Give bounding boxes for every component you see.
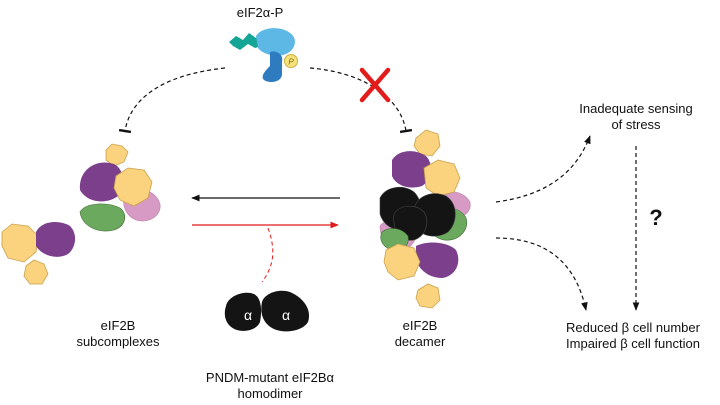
eif2b-decamer bbox=[379, 129, 471, 309]
alpha-subunit bbox=[224, 292, 262, 331]
inhibition-arc-left bbox=[118, 67, 226, 134]
yellow-subunit bbox=[423, 159, 461, 197]
yellow-subunit bbox=[413, 129, 441, 157]
yellow-subunit bbox=[23, 259, 49, 285]
yellow-subunit bbox=[415, 283, 441, 309]
inhibition-arc-right bbox=[309, 67, 413, 134]
yellow-subunit bbox=[1, 223, 39, 263]
eif2a-p-protein: P bbox=[229, 28, 298, 82]
outcome-sensing-line2: of stress bbox=[611, 117, 661, 132]
question-mark-text: ? bbox=[649, 205, 663, 230]
mutant-homodimer-label: PNDM-mutant eIF2Bα homodimer bbox=[180, 370, 360, 402]
mutant-line2: homodimer bbox=[237, 386, 303, 401]
pndm-mutant-homodimer: α α bbox=[224, 290, 310, 332]
subcomplexes-line2: subcomplexes bbox=[76, 334, 160, 349]
phospho-circle bbox=[284, 54, 298, 68]
eif2b-subcomplexes bbox=[1, 143, 161, 285]
alpha-subunit bbox=[261, 290, 310, 332]
yellow-subunit bbox=[105, 143, 129, 167]
purple-subunit bbox=[36, 222, 76, 257]
eif2a-p-text: eIF2α-P bbox=[236, 5, 284, 20]
decamer-label: eIF2B decamer bbox=[360, 318, 480, 350]
purple-subunit bbox=[392, 151, 431, 188]
eif2a-lightblue-domain bbox=[256, 28, 295, 56]
yellow-subunit bbox=[113, 167, 153, 207]
decamer-line2: decamer bbox=[394, 334, 446, 349]
outcome-function-line1: Reduced β cell number bbox=[566, 320, 700, 335]
mutant-line1: PNDM-mutant eIF2Bα bbox=[205, 370, 335, 385]
decamer-line1: eIF2B bbox=[402, 318, 438, 333]
eif2a-p-label: eIF2α-P bbox=[220, 5, 300, 21]
purple-subunit bbox=[416, 242, 459, 278]
outcome-sensing-label: Inadequate sensing of stress bbox=[556, 101, 716, 133]
outcome-function-line2: Impaired β cell function bbox=[566, 336, 700, 351]
blocked-x-icon bbox=[359, 67, 391, 103]
arrow-to-reduced-beta-cells bbox=[495, 237, 588, 311]
alpha-symbol: α bbox=[282, 307, 290, 323]
eif2a-darkblue-domain bbox=[262, 51, 283, 82]
yellow-subunit bbox=[383, 243, 421, 281]
outcome-function-label: Reduced β cell number Impaired β cell fu… bbox=[546, 320, 720, 352]
phospho-p-symbol: P bbox=[288, 58, 294, 67]
subcomplexes-label: eIF2B subcomplexes bbox=[48, 318, 188, 350]
mutant-effect-line bbox=[261, 227, 274, 283]
alpha-symbol: α bbox=[244, 307, 252, 323]
purple-subunit bbox=[79, 162, 123, 202]
green-subunit bbox=[79, 203, 126, 232]
subcomplexes-line1: eIF2B bbox=[100, 318, 136, 333]
outcome-sensing-line1: Inadequate sensing bbox=[579, 101, 693, 116]
question-mark: ? bbox=[642, 206, 670, 230]
eif2a-teal-domain bbox=[229, 32, 266, 50]
arrow-to-inadequate-sensing bbox=[495, 135, 591, 203]
